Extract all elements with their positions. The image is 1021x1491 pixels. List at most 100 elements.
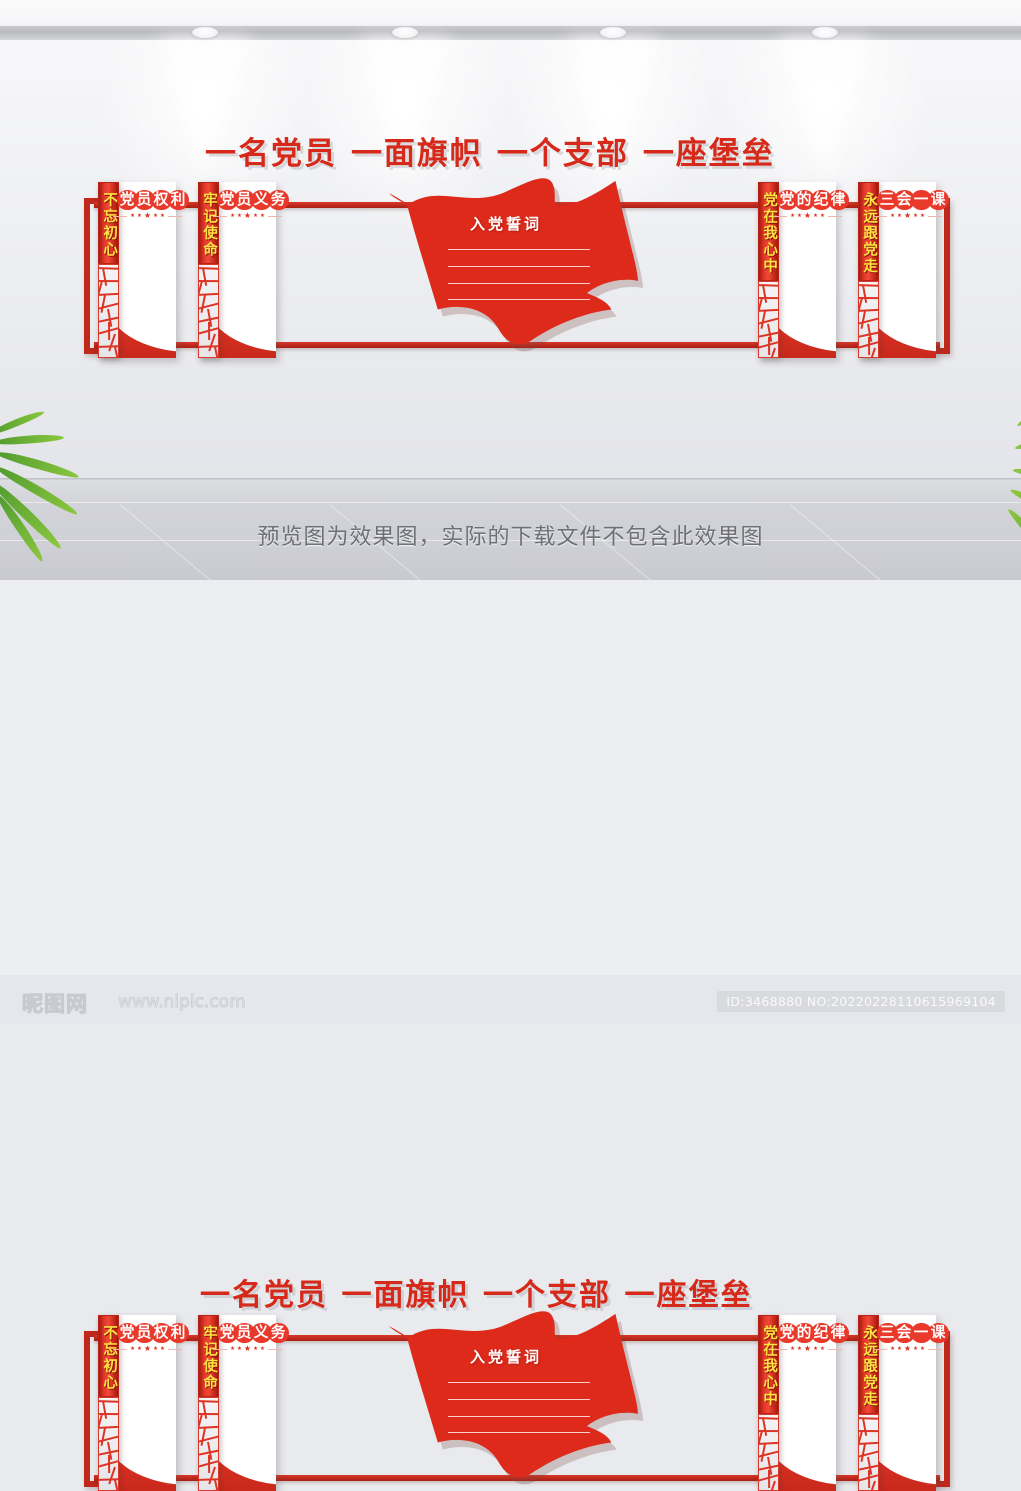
- star-row: ★★★★★: [790, 1344, 825, 1353]
- rule-right: [927, 1348, 942, 1350]
- panel-title-area: 党员义务★★★★★: [213, 1323, 289, 1354]
- panel-title-area: 党的纪律★★★★★: [773, 190, 849, 220]
- vertical-banner[interactable]: 不忘初心: [98, 182, 119, 358]
- mosaic-stroke: [859, 1430, 864, 1449]
- mosaic-stroke: [99, 280, 104, 300]
- star-icon: ★: [903, 211, 912, 221]
- panel-title-char: 员: [134, 190, 155, 211]
- panel-title-rule: ★★★★★: [113, 211, 182, 220]
- star-icon: ★: [790, 212, 795, 219]
- flag-title: 入党誓词: [470, 214, 543, 233]
- flag-text-line: [447, 1432, 591, 1434]
- light-beam: [359, 38, 451, 183]
- spotlight-fixture: [192, 27, 218, 38]
- vertical-banner[interactable]: 党在我心中: [758, 1315, 779, 1491]
- panel-title: 三会一课: [877, 1323, 949, 1344]
- light-beam: [159, 38, 251, 183]
- vertical-banner-text: 永远跟党走: [861, 191, 878, 275]
- panel-title-char: 一: [911, 190, 932, 211]
- panel-title-rule: ★★★★★: [213, 1344, 282, 1354]
- panel-title: 三会一课: [877, 190, 949, 211]
- star-icon: ★: [896, 1345, 902, 1352]
- vertical-banner[interactable]: 不忘初心: [98, 1315, 119, 1491]
- panel-title-char: 党: [217, 190, 238, 211]
- vertical-banner[interactable]: 永远跟党走: [858, 182, 879, 358]
- star-row: ★★★★★: [230, 1344, 265, 1354]
- mosaic-stroke: [199, 1425, 218, 1430]
- panel-title-char: 务: [268, 190, 289, 211]
- rule-left: [773, 215, 788, 217]
- panel-title-rule: ★★★★★: [773, 1344, 842, 1353]
- flag-title: 入党誓词: [470, 1347, 543, 1366]
- panel-title-char: 党: [777, 190, 798, 211]
- mosaic-stroke: [99, 292, 118, 297]
- vertical-banner-text: 牢记使命: [201, 1324, 218, 1391]
- rule-right: [927, 215, 942, 217]
- panel-title-char: 律: [828, 1323, 849, 1344]
- panel-title-rule: ★★★★★: [873, 1344, 942, 1353]
- rule-left: [113, 215, 128, 217]
- rule-right: [267, 215, 282, 217]
- vertical-banner-text: 不忘初心: [101, 1324, 118, 1391]
- headline-segment: 一座堡垒: [642, 136, 775, 172]
- oath-flag[interactable]: 入党誓词: [388, 1307, 643, 1485]
- panel-title-rule: ★★★★★: [213, 211, 282, 220]
- star-icon: ★: [913, 212, 919, 219]
- rule-right: [167, 215, 182, 217]
- star-row: ★★★★★: [890, 1344, 925, 1353]
- star-icon: ★: [790, 1345, 795, 1352]
- panel-title-char: 利: [168, 190, 189, 211]
- mosaic-stroke: [100, 1428, 107, 1447]
- star-icon: ★: [896, 212, 902, 219]
- panel-title: 党员权利: [117, 1323, 189, 1344]
- star-icon: ★: [243, 1344, 252, 1354]
- star-row: ★★★★★: [130, 1344, 165, 1353]
- panel-group-1: 不忘初心党员权利★★★★★: [98, 182, 189, 358]
- mosaic-stroke: [861, 1417, 867, 1436]
- banner-mosaic-pattern: [98, 264, 119, 358]
- star-icon: ★: [136, 1345, 142, 1352]
- oath-flag[interactable]: 入党誓词: [388, 174, 643, 352]
- flag-text-line: [447, 282, 591, 284]
- banner-mosaic-pattern: [858, 1414, 879, 1491]
- vertical-banner-text: 永远跟党走: [861, 1324, 878, 1408]
- star-icon: ★: [253, 212, 259, 219]
- mosaic-stroke: [759, 297, 764, 316]
- headline-segment: 一个支部: [496, 136, 629, 172]
- headline-segment: 一名党员: [205, 136, 337, 172]
- vertical-banner-plate: 不忘初心: [98, 1315, 119, 1397]
- rule-right: [267, 1348, 282, 1350]
- star-icon: ★: [796, 1345, 802, 1352]
- info-panel[interactable]: [98, 182, 176, 358]
- mosaic-stroke: [101, 267, 107, 287]
- panel-title-char: 权: [151, 190, 172, 211]
- mosaic-stroke: [101, 1400, 107, 1420]
- banner-mosaic-pattern: [758, 1414, 779, 1491]
- star-icon: ★: [820, 1345, 825, 1352]
- mosaic-stroke: [114, 346, 118, 357]
- panel-title: 党的纪律: [777, 190, 849, 211]
- floor-surface: [0, 478, 1021, 580]
- mosaic-stroke: [114, 1479, 118, 1490]
- vertical-banner-plate: 牢记使命: [198, 1315, 219, 1397]
- banner-mosaic-pattern: [98, 1397, 119, 1491]
- mosaic-stroke: [200, 295, 207, 314]
- vertical-banner-text: 党在我心中: [761, 1324, 778, 1408]
- rule-right: [827, 215, 842, 217]
- mosaic-stroke: [759, 1430, 764, 1449]
- vertical-banner-plate: 牢记使命: [198, 182, 219, 264]
- nipic-url: www.nipic.com: [118, 992, 247, 1013]
- vertical-banner[interactable]: 党在我心中: [758, 182, 779, 358]
- panel-group-1: 不忘初心党员权利★★★★★: [98, 1315, 189, 1491]
- vertical-banner[interactable]: 牢记使命: [198, 182, 219, 358]
- vertical-banner-plate: 永远跟党走: [858, 182, 879, 281]
- star-icon: ★: [913, 1345, 919, 1352]
- rule-left: [213, 1348, 228, 1350]
- tile-grout-line: [0, 502, 1021, 503]
- vertical-banner[interactable]: 永远跟党走: [858, 1315, 879, 1491]
- panel-title-char: 义: [251, 190, 272, 211]
- vertical-banner[interactable]: 牢记使命: [198, 1315, 219, 1491]
- vertical-banner-text: 党在我心中: [761, 191, 778, 275]
- star-icon: ★: [130, 212, 135, 219]
- star-row: ★★★★★: [790, 211, 825, 220]
